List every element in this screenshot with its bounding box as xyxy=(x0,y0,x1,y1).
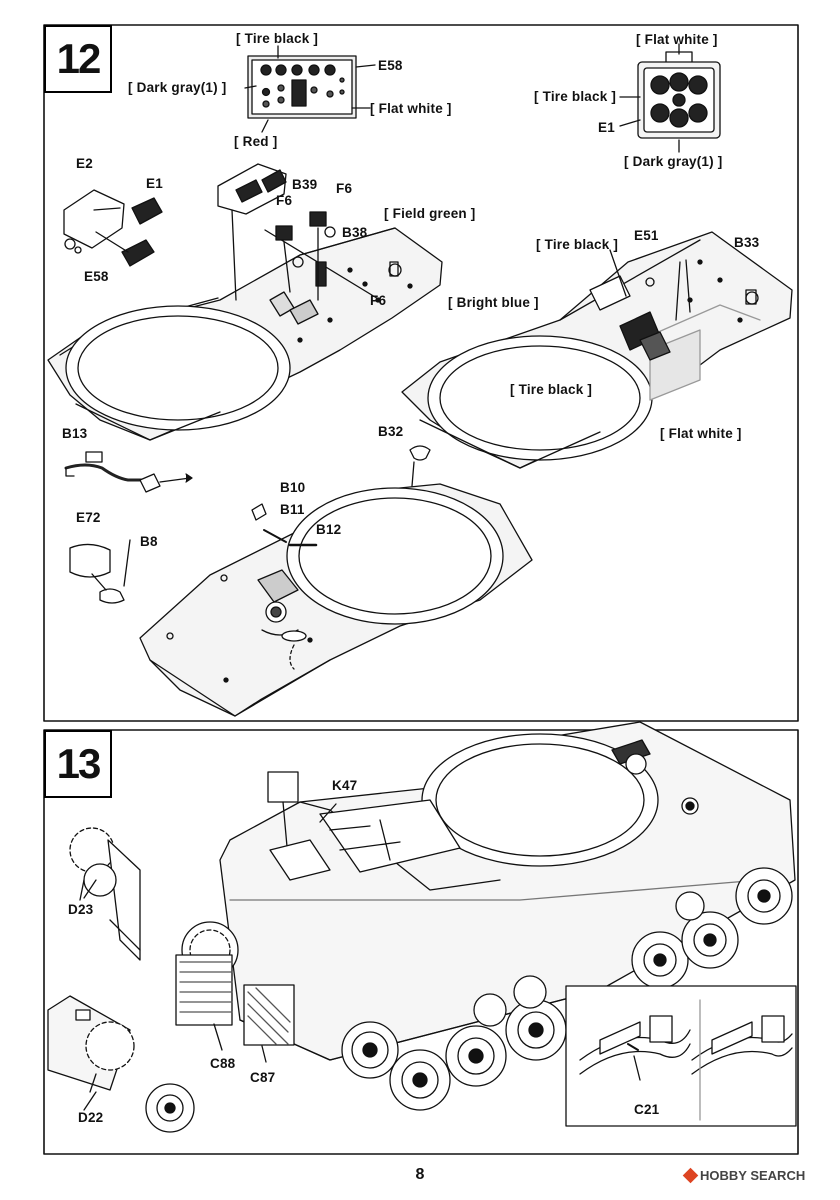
label-b11: B11 xyxy=(280,502,305,517)
label-d23: D23 xyxy=(68,902,94,917)
part-e72 xyxy=(69,543,125,604)
label-c87: C87 xyxy=(250,1070,276,1085)
label-dark-gray-inset-left: [ Dark gray(1) ] xyxy=(128,80,227,95)
step-13-frame xyxy=(43,729,799,1155)
label-b33: B33 xyxy=(734,235,760,250)
inset-wheel-cluster-e1 xyxy=(619,43,721,153)
label-e58-inset: E58 xyxy=(378,58,403,73)
label-b8: B8 xyxy=(140,534,158,549)
hull-rear-deck-right xyxy=(401,231,793,469)
label-e2: E2 xyxy=(76,156,93,171)
detail-inset-c21 xyxy=(565,985,797,1127)
watermark-text: HOBBY SEARCH xyxy=(700,1168,806,1183)
label-dark-gray-inset-right: [ Dark gray(1) ] xyxy=(624,154,723,169)
label-field-green: [ Field green ] xyxy=(384,206,476,221)
sprocket-detail-d22 xyxy=(47,995,195,1133)
label-tire-black-inset-right: [ Tire black ] xyxy=(534,89,617,104)
watermark-logo-icon xyxy=(682,1167,699,1184)
label-f6-b: F6 xyxy=(276,193,293,208)
label-b32: B32 xyxy=(378,424,404,439)
label-b13: B13 xyxy=(62,426,88,441)
label-b39: B39 xyxy=(292,177,318,192)
watermark: HOBBY SEARCH xyxy=(682,1167,806,1184)
label-e1-inset-right: E1 xyxy=(598,120,615,135)
label-flat-white-inset-left: [ Flat white ] xyxy=(370,101,452,116)
label-tire-black-hull-mid: [ Tire black ] xyxy=(510,382,593,397)
label-flat-white-inset-right: [ Flat white ] xyxy=(636,32,718,47)
label-b10: B10 xyxy=(280,480,306,495)
label-c21: C21 xyxy=(634,1102,660,1117)
page-number: 8 xyxy=(415,1166,425,1183)
label-f6-c: F6 xyxy=(370,293,387,308)
leader-lines xyxy=(79,539,337,1111)
label-f6-a: F6 xyxy=(336,181,353,196)
step-number-13: 13 xyxy=(44,730,112,798)
label-e72: E72 xyxy=(76,510,101,525)
label-tire-black-inset-left: [ Tire black ] xyxy=(236,31,319,46)
hull-rear-deck-left xyxy=(47,163,443,441)
inset-sprue-e58 xyxy=(244,45,376,133)
label-b12: B12 xyxy=(316,522,342,537)
parts-b13-b8 xyxy=(64,451,193,493)
label-bright-blue: [ Bright blue ] xyxy=(448,295,539,310)
label-e1-hull: E1 xyxy=(146,176,163,191)
label-flat-white-hull: [ Flat white ] xyxy=(660,426,742,441)
label-red-inset-left: [ Red ] xyxy=(234,134,278,149)
step-12-frame xyxy=(43,24,799,722)
sprocket-detail-d23 xyxy=(69,827,141,961)
label-tire-black-hull-top: [ Tire black ] xyxy=(536,237,619,252)
hull-front-deck xyxy=(139,445,533,717)
label-e58-hull: E58 xyxy=(84,269,109,284)
label-b38: B38 xyxy=(342,225,368,240)
hull-assembly-step13 xyxy=(175,721,796,1111)
label-c88: C88 xyxy=(210,1056,236,1071)
label-e51: E51 xyxy=(634,228,659,243)
label-d22: D22 xyxy=(78,1110,104,1125)
step-number-12: 12 xyxy=(44,25,112,93)
label-k47: K47 xyxy=(332,778,358,793)
